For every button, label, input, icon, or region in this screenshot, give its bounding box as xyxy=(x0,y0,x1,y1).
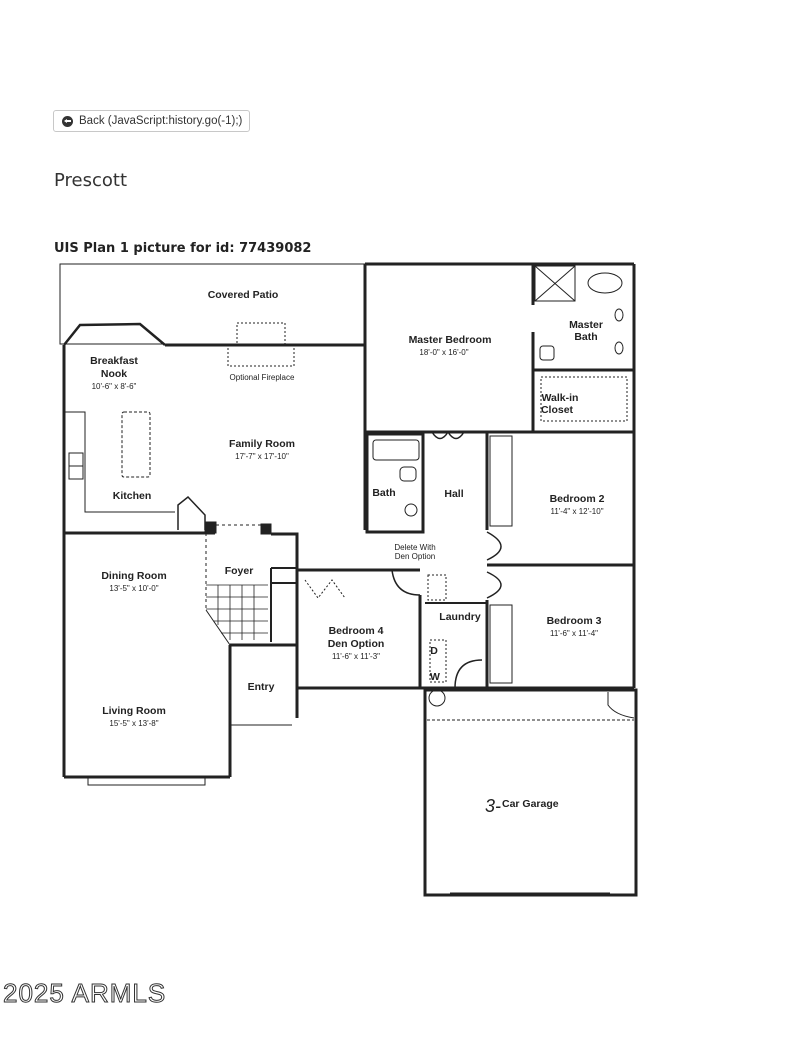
label-living-room: Living Room xyxy=(102,705,166,717)
note-delete-with-den-2: Den Option xyxy=(395,552,435,561)
dims-dining-room: 13'-5" x 10'-0" xyxy=(109,584,158,593)
label-dryer: D xyxy=(430,645,438,657)
label-family-room: Family Room xyxy=(229,438,295,450)
label-breakfast-nook-1: Breakfast xyxy=(90,355,138,367)
label-master-bath-1: Master xyxy=(569,319,603,331)
label-hall: Hall xyxy=(444,488,463,500)
label-master-bath-2: Bath xyxy=(574,331,597,343)
label-master-bedroom: Master Bedroom xyxy=(409,334,492,346)
label-bedroom-4: Bedroom 4 xyxy=(329,625,384,637)
dims-bedroom-4: 11'-6" x 11'-3" xyxy=(332,652,380,661)
label-laundry: Laundry xyxy=(439,611,481,623)
label-dining-room: Dining Room xyxy=(101,570,166,582)
dims-master-bedroom: 18'-0" x 16'-0" xyxy=(419,348,468,357)
label-foyer: Foyer xyxy=(225,565,254,577)
label-bedroom-2: Bedroom 2 xyxy=(550,493,605,505)
dims-living-room: 15'-5" x 13'-8" xyxy=(109,719,158,728)
dims-family-room: 17'-7" x 17'-10" xyxy=(235,452,289,461)
label-bath: Bath xyxy=(372,487,395,499)
label-den-option: Den Option xyxy=(328,638,385,650)
label-washer: W xyxy=(430,671,440,683)
dims-bedroom-2: 11'-4" x 12'-10" xyxy=(550,507,603,516)
label-entry: Entry xyxy=(248,681,275,693)
label-bedroom-3: Bedroom 3 xyxy=(547,615,602,627)
label-kitchen: Kitchen xyxy=(113,490,152,502)
page-title: Prescott xyxy=(54,170,128,191)
note-delete-with-den-1: Delete With xyxy=(394,543,435,552)
dims-breakfast-nook: 10'-6" x 8'-6" xyxy=(92,382,137,391)
dims-bedroom-3: 11'-6" x 11'-4" xyxy=(550,629,598,638)
label-garage-number: 3- xyxy=(485,796,501,816)
watermark: 2025 ARMLS xyxy=(2,978,167,1009)
label-covered-patio: Covered Patio xyxy=(208,289,279,301)
arrow-circle-left-icon xyxy=(62,115,73,127)
label-garage: Car Garage xyxy=(502,798,559,810)
back-button[interactable]: Back (JavaScript:history.go(-1);) xyxy=(53,110,251,132)
back-button-label: Back (JavaScript:history.go(-1);) xyxy=(79,115,243,127)
floor-plan-image: Covered Patio Optional Fireplace Breakfa… xyxy=(59,262,638,897)
image-caption: UIS Plan 1 picture for id: 77439082 xyxy=(54,241,312,256)
label-walk-in-closet-1: Walk-in xyxy=(542,392,579,404)
label-optional-fireplace: Optional Fireplace xyxy=(230,373,295,382)
label-walk-in-closet-2: Closet xyxy=(541,404,574,416)
label-breakfast-nook-2: Nook xyxy=(101,368,127,380)
